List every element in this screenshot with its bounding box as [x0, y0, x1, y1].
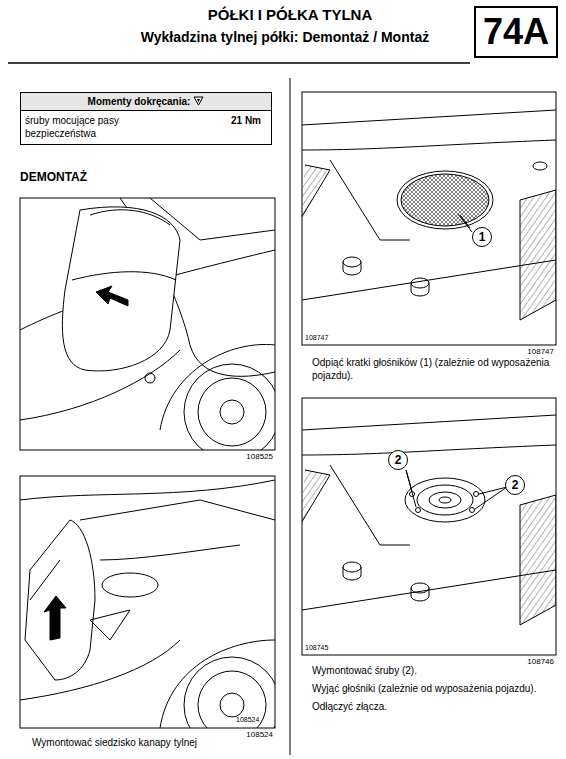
- figure-id: 108524: [236, 716, 272, 725]
- figure-frame: 108524: [20, 476, 275, 728]
- callout-number: 1: [472, 227, 492, 247]
- torque-symbol: [193, 96, 204, 106]
- figure-number: 108747: [527, 347, 554, 357]
- step-text: Wymontować śruby (2).: [312, 665, 552, 678]
- table-header-text: Momenty dokręcania:: [88, 96, 191, 107]
- step-text: Odłączyć złącza.: [312, 701, 552, 714]
- page-title: PÓŁKI I PÓŁKA TYLNA: [120, 6, 460, 23]
- figure-number: 108746: [527, 657, 554, 667]
- figure-frame: 10874622: [302, 398, 556, 655]
- figure-number: 108525: [246, 452, 273, 462]
- figure-frame: 108525: [20, 198, 275, 450]
- figure-id: 108745: [305, 644, 341, 653]
- callout-number-text: 2: [395, 454, 402, 466]
- figure-number: 108524: [246, 730, 273, 740]
- step-text: Wyjąć głośniki (zależnie od wyposażenia …: [312, 683, 552, 696]
- callout-number: 2: [388, 450, 408, 470]
- table-header: Momenty dokręcania:: [21, 93, 271, 111]
- subtitle: Wykładzina tylnej półki: Demontaż / Mont…: [100, 29, 470, 47]
- callout-number: 2: [505, 475, 525, 495]
- callout-number-text: 2: [512, 479, 519, 491]
- step-text: Wymontować siedzisko kanapy tylnej: [32, 737, 282, 750]
- figure-frame: 108747 1: [302, 92, 556, 345]
- table-row: śruby mocujące pasy bezpieczeństwa 21 Nm: [21, 111, 271, 144]
- torque-table: Momenty dokręcania: śruby mocujące pasy b…: [20, 92, 272, 145]
- callout-number-text: 1: [479, 231, 486, 243]
- section-heading: DEMONTAŻ: [20, 170, 220, 185]
- step-text: Odpiąć kratki głośników (1) (zależnie od…: [312, 357, 552, 382]
- figure-id: 108747: [305, 334, 341, 343]
- table-cell: śruby mocujące pasy bezpieczeństwa: [25, 115, 145, 140]
- section-code-box: 74A: [474, 6, 558, 58]
- table-cell: 21 Nm: [231, 115, 267, 126]
- section-code: 74A: [483, 11, 549, 53]
